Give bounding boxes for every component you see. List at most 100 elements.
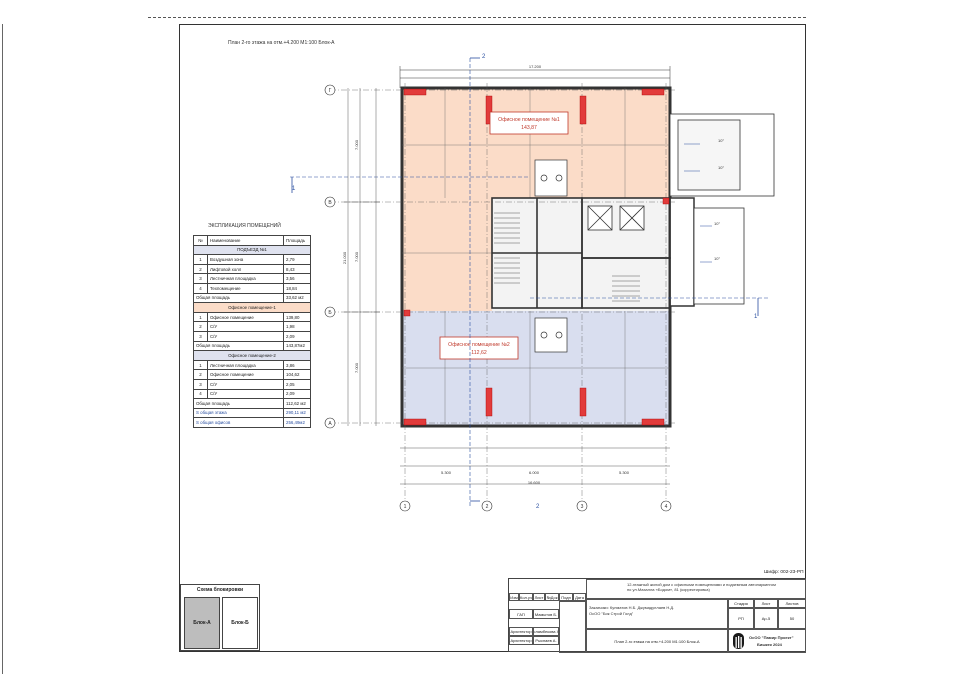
cell: С/У	[207, 321, 284, 332]
scheme-block-a: Блок-А	[184, 597, 220, 649]
drawing-frame	[179, 24, 806, 652]
section-1-label-right: 1	[754, 314, 758, 320]
cell: 3	[193, 273, 208, 284]
cell: S общая офисов	[193, 417, 284, 428]
cell: С/У	[207, 330, 284, 342]
cell: 2,09	[283, 330, 311, 342]
cell: Общая площадь	[193, 340, 284, 352]
bottom-dim-1: 5.300	[441, 470, 452, 475]
tb-header-cell: №Док	[545, 593, 559, 601]
section-2-label-bottom: 2	[536, 504, 540, 510]
company-logo-icon	[733, 633, 744, 649]
tb-person: Исламбекова Ж.	[533, 627, 559, 636]
balcony-slope-3: 10°	[714, 221, 720, 226]
section-row: ПОДЪЕЗД №1	[193, 244, 311, 256]
tb-header-cell: Кол.уч	[519, 593, 533, 601]
cell: 18,84	[283, 282, 311, 294]
tb-customer-cell	[586, 599, 728, 629]
cell: 1	[193, 311, 208, 323]
tb-customer2: ОсОО "Бик Строй Голд"	[589, 611, 634, 616]
section-markers	[291, 57, 759, 502]
axis-bubbles	[324, 84, 672, 512]
tb-customer: Заказчики: Кулматов Н.Б. Джумадуллаев Н.…	[589, 605, 675, 610]
left-dim-2: 7.000	[354, 251, 359, 262]
cell: 3,86	[283, 359, 311, 371]
balcony-arrows	[684, 143, 712, 263]
cell: С/У	[207, 378, 284, 390]
cell: 3,56	[283, 273, 311, 284]
office1-title: Офисное помещение-1	[193, 302, 311, 313]
section-lines	[290, 58, 770, 508]
cell: 4	[193, 388, 208, 400]
room2-label-box	[439, 336, 519, 360]
floor-plan: 17.200	[290, 54, 775, 512]
axis-number-4: 4	[665, 504, 668, 510]
cell: 2	[193, 263, 208, 275]
axis-letter-v: В	[328, 200, 332, 206]
room2-name: Офисное помещение №2	[448, 342, 510, 348]
cell: 3	[193, 330, 208, 342]
cell: 256,49м2	[283, 417, 311, 428]
interior-lines	[402, 88, 670, 426]
balcony-slope-4: 10°	[714, 256, 720, 261]
header-name: Наименование	[207, 235, 284, 246]
balcony-upper	[669, 113, 775, 197]
bottom-total-dim: 16.600	[528, 480, 541, 485]
top-dashed-line	[148, 17, 806, 18]
section-1-label-left: 1	[292, 186, 296, 192]
cell: Воздушная зона	[207, 254, 284, 265]
cell: 104,62	[283, 369, 311, 380]
tb-person: Мамытов Б.	[533, 609, 559, 619]
toilets	[534, 159, 568, 353]
left-dim-3: 7.000	[354, 362, 359, 373]
core-walls	[491, 197, 671, 309]
grid-lines	[330, 83, 675, 503]
wall-cutout	[669, 197, 695, 307]
tb-sheet-header: Лист	[754, 599, 778, 608]
axis-letter-b: Б	[328, 310, 332, 316]
bottom-dim-3: 5.300	[619, 470, 630, 475]
axis-letter-a: А	[328, 421, 332, 427]
tb-company: ОсОО "Памир Проект"	[749, 635, 794, 640]
cell: 8,43	[283, 263, 311, 275]
tb-company-cell	[728, 629, 806, 653]
cell: 143,87м2	[283, 340, 311, 352]
cell: Общая площадь	[193, 398, 284, 409]
table-header-row: № Наименование Площадь	[193, 235, 311, 246]
office-1-left-fill	[402, 198, 492, 311]
left-dimensions	[344, 88, 380, 426]
cell: 33,62 м2	[283, 292, 311, 304]
block-scheme: Схема блокировки Блок-А Блок-Б	[180, 584, 260, 651]
cell: Офисное помещение	[207, 369, 284, 380]
tb-sheet-value: Ар-5	[754, 608, 778, 629]
sheet-code: Шифр: 002-23-РП	[764, 570, 804, 575]
tb-sheets-header: Листов	[778, 599, 806, 608]
cell: 2,09	[283, 388, 311, 400]
tb-project: 12-этажный жилой дом с офисными помещени…	[627, 582, 776, 592]
header-number: №	[193, 235, 208, 246]
tb-header-cell: Изм	[509, 593, 519, 601]
cell: 1	[193, 254, 208, 265]
scheme-block-b: Блок-Б	[222, 597, 258, 649]
entrance-title: ПОДЪЕЗД №1	[193, 244, 311, 256]
office2-title: Офисное помещение-2	[193, 350, 311, 361]
tb-header-cell: Дата	[573, 593, 586, 601]
tb-person: Рыспаев А.	[533, 636, 559, 645]
tb-city-year: Бишкек 2024	[757, 642, 782, 647]
balcony-slope-2: 10°	[718, 165, 724, 170]
room1-name: Офисное помещение №1	[498, 117, 560, 123]
cell: 4	[193, 282, 208, 294]
tb-role: ГАП	[509, 609, 533, 619]
